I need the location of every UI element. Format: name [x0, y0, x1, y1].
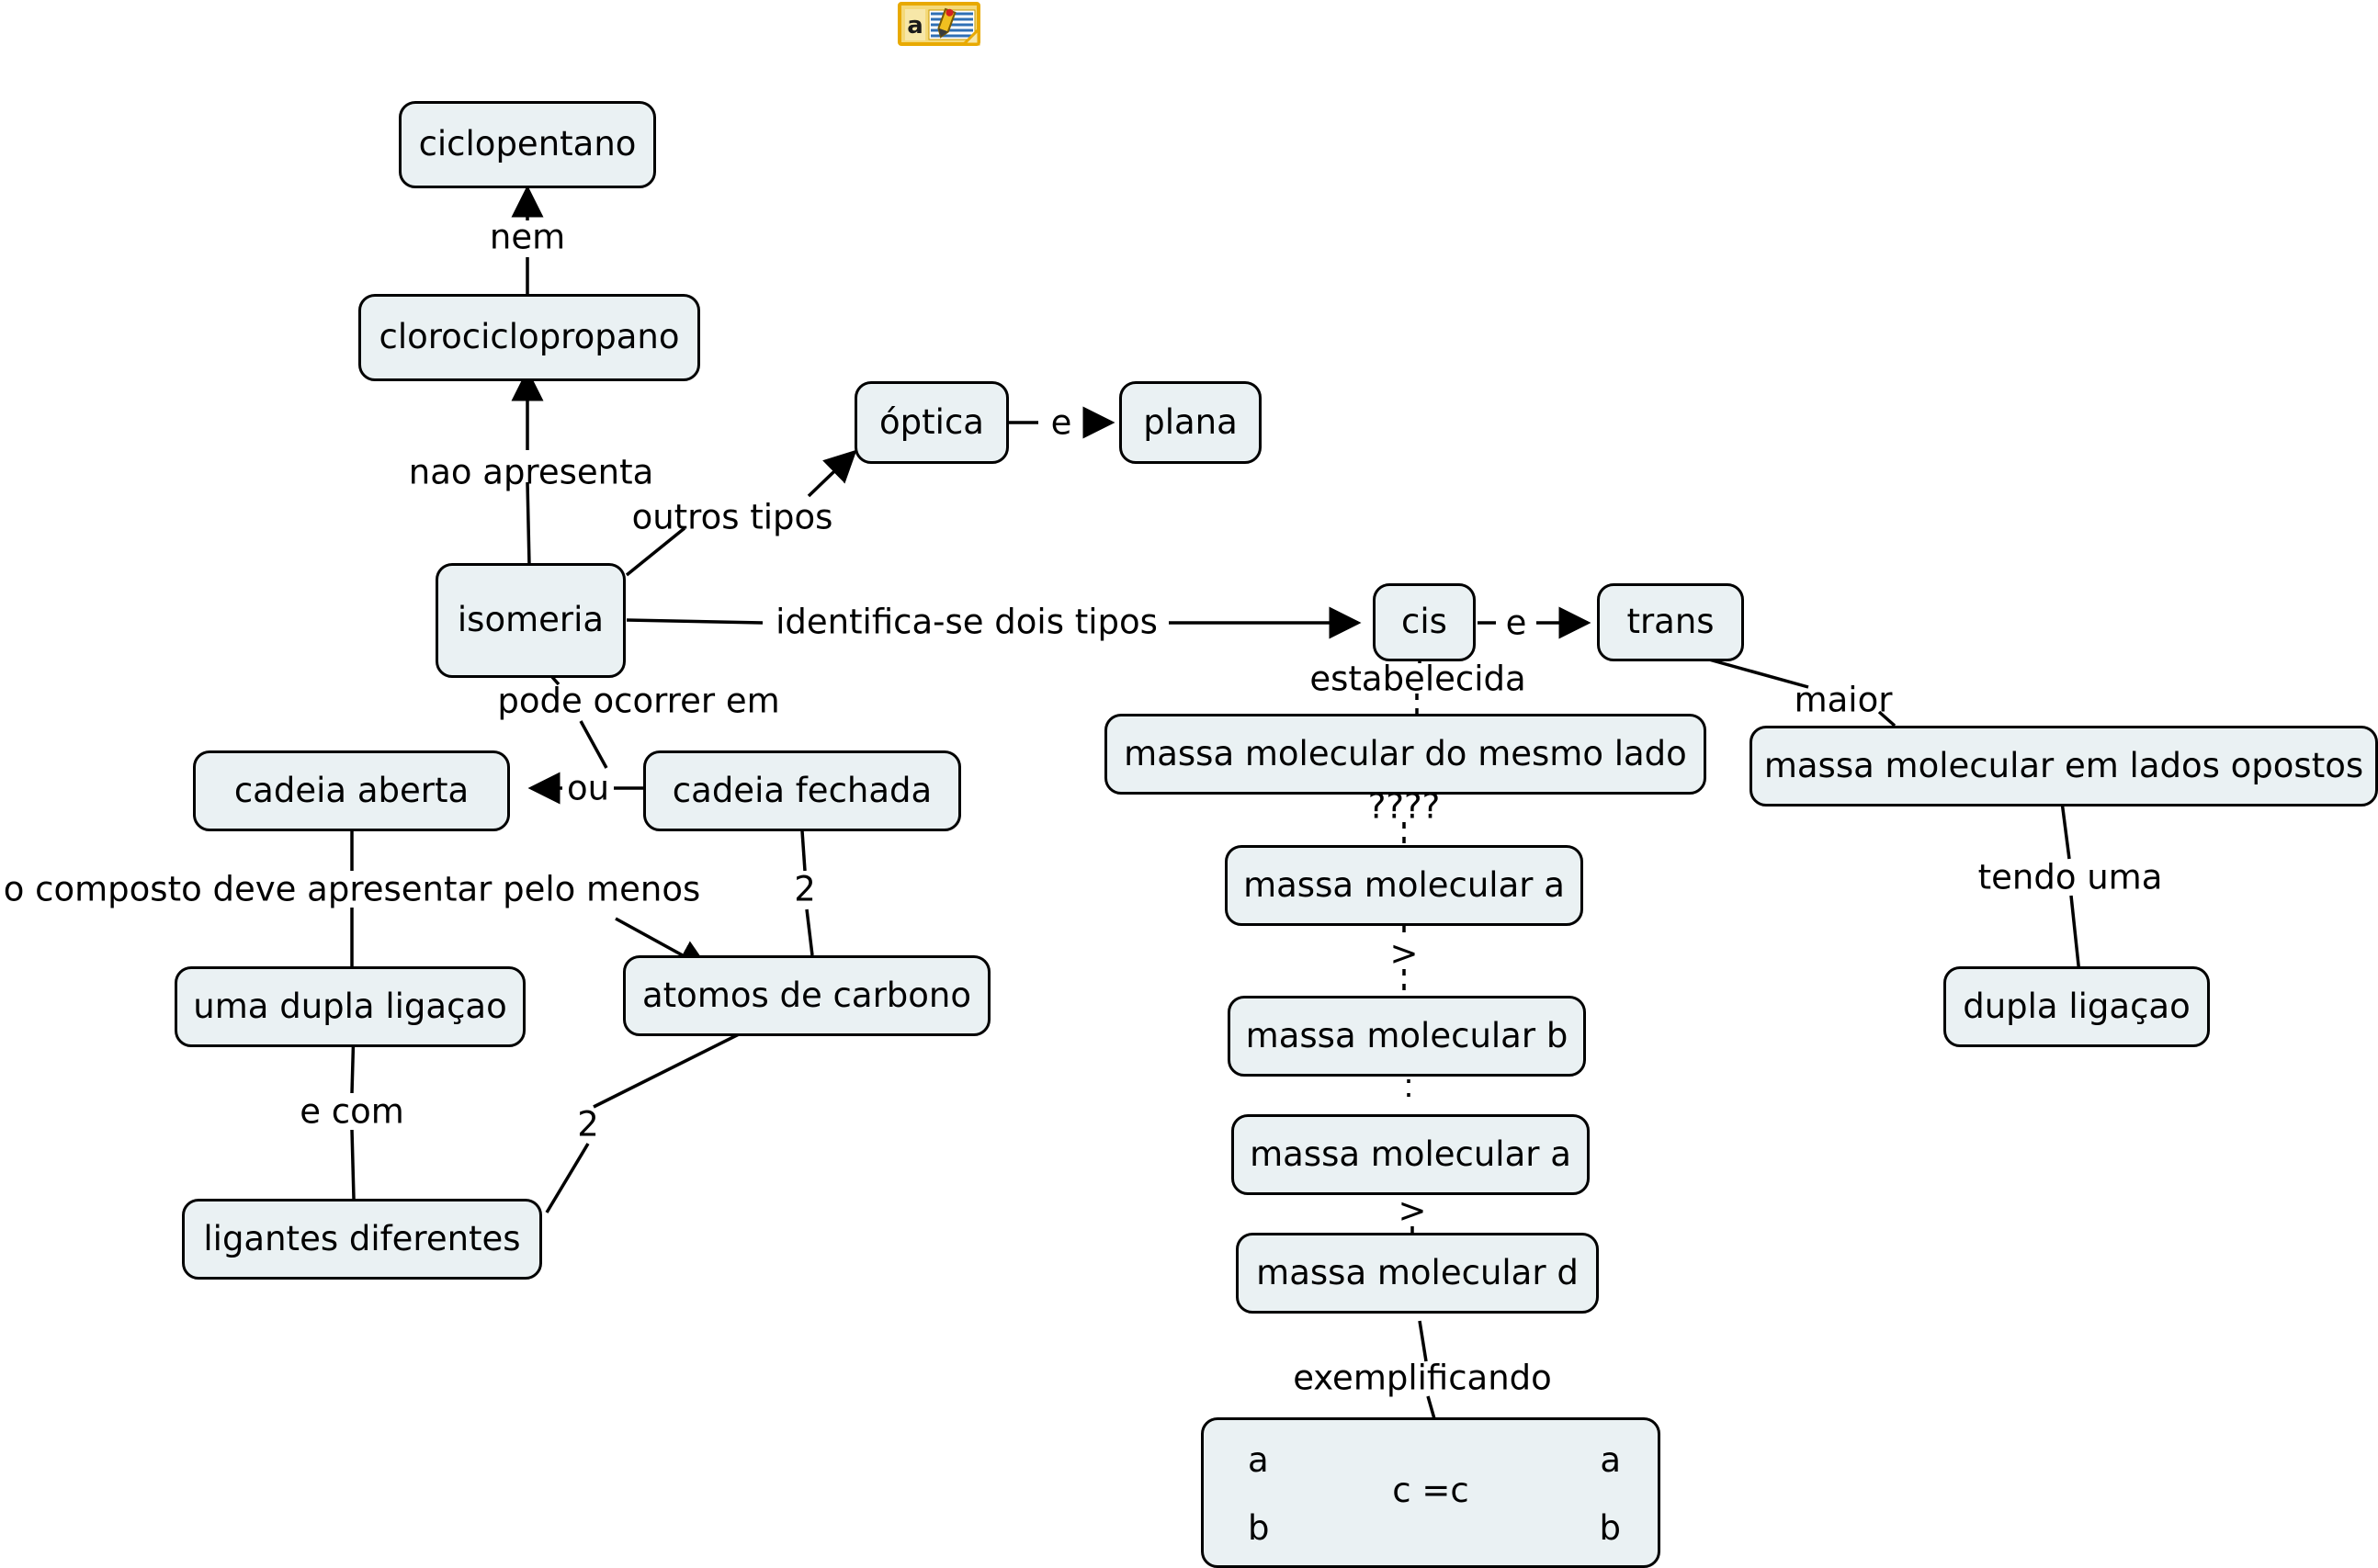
formula-top-left: a [1248, 1440, 1269, 1480]
edge-label-nem: nem [489, 217, 566, 257]
formula-top-right: a [1600, 1440, 1621, 1480]
edge-label-exemplificando: exemplificando [1293, 1358, 1552, 1398]
edge-label-nao-apresenta: nao apresenta [408, 452, 654, 492]
node-massa-molecular-b[interactable]: massa molecular b [1228, 996, 1586, 1077]
edge-label-o-composto-deve-apresentar-pelo-menos: o composto deve apresentar pelo menos [3, 869, 701, 909]
edge-label-maior-que-2: > [1398, 1190, 1427, 1231]
node-trans[interactable]: trans [1597, 583, 1744, 661]
node-atomos-de-carbono[interactable]: atomos de carbono [623, 955, 991, 1036]
edge-label-ou: ou [566, 768, 610, 808]
node-uma-dupla-ligacao[interactable]: uma dupla ligaçao [175, 966, 526, 1047]
node-plana[interactable]: plana [1119, 381, 1262, 464]
edge-label-e-optica-plana: e [1050, 402, 1072, 443]
node-clorociclopropano[interactable]: clorociclopropano [358, 294, 700, 381]
node-massa-molecular-a-2[interactable]: massa molecular a [1231, 1114, 1590, 1195]
edge-label-e-cis-trans: e [1505, 603, 1527, 643]
node-formula-example[interactable]: a b c =c a b [1201, 1417, 1660, 1568]
edge-label-dois-cadeia-fechada: 2 [794, 869, 816, 909]
node-ciclopentano[interactable]: ciclopentano [399, 101, 656, 188]
edge-label-maior-que-1: > [1389, 933, 1419, 974]
node-dupla-ligacao[interactable]: dupla ligaçao [1943, 966, 2210, 1047]
edge-label-tendo-uma: tendo uma [1977, 857, 2163, 897]
edge-label-dois-ligantes: 2 [577, 1104, 599, 1145]
node-optica[interactable]: óptica [855, 381, 1009, 464]
node-massa-molecular-mesmo-lado[interactable]: massa molecular do mesmo lado [1104, 714, 1706, 795]
edge-label-interrogacao: ???? [1367, 786, 1441, 827]
formula-bottom-left: b [1248, 1508, 1270, 1548]
node-cadeia-aberta[interactable]: cadeia aberta [193, 750, 510, 831]
node-massa-molecular-d[interactable]: massa molecular d [1236, 1233, 1599, 1314]
edge-label-e-com: e com [300, 1091, 404, 1132]
edge-label-identifica-se-dois-tipos: identifica-se dois tipos [776, 602, 1158, 642]
node-massa-molecular-a-1[interactable]: massa molecular a [1225, 845, 1583, 926]
svg-text:a: a [907, 12, 923, 39]
edge-label-estabelecida: estabelecida [1309, 659, 1526, 699]
node-ligantes-diferentes[interactable]: ligantes diferentes [182, 1199, 542, 1280]
edge-label-maior: maior [1794, 680, 1893, 720]
note-annotation-icon[interactable]: a [898, 2, 982, 50]
edge-label-outros-tipos: outros tipos [631, 497, 833, 537]
node-cadeia-fechada[interactable]: cadeia fechada [643, 750, 961, 831]
edge-label-pode-ocorrer-em: pode ocorrer em [497, 681, 780, 721]
formula-bottom-right: b [1599, 1508, 1622, 1548]
node-massa-molecular-lados-opostos[interactable]: massa molecular em lados opostos [1750, 726, 2378, 807]
node-isomeria[interactable]: isomeria [436, 563, 626, 678]
formula-center: c =c [1392, 1471, 1469, 1510]
node-cis[interactable]: cis [1373, 583, 1476, 661]
